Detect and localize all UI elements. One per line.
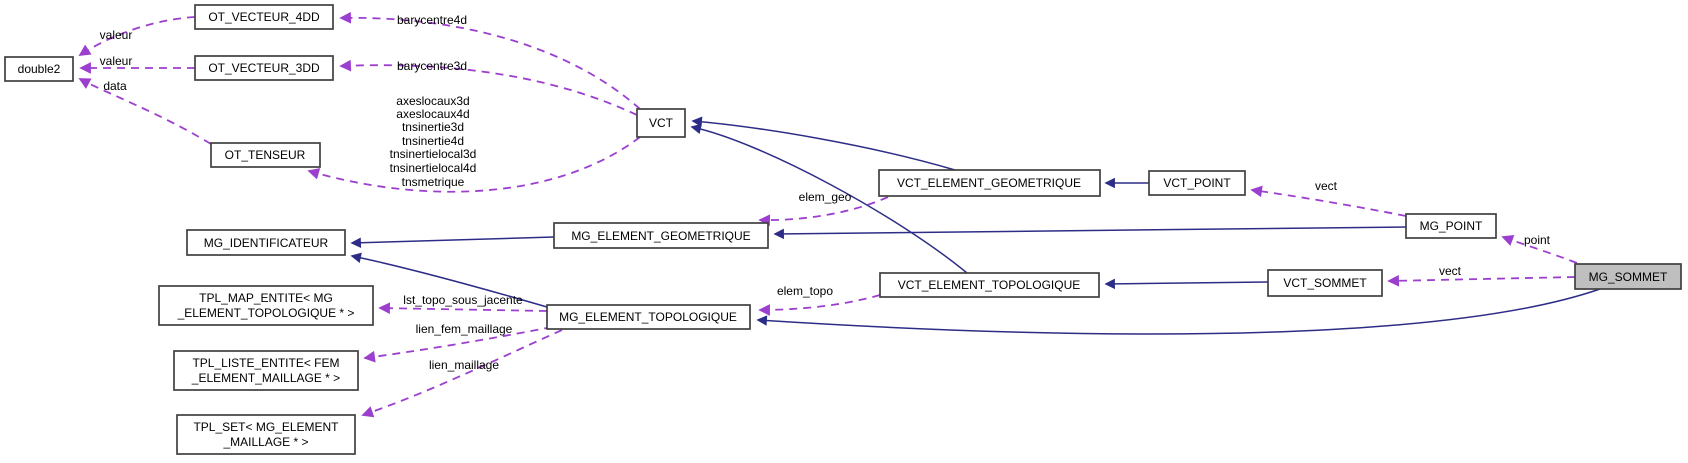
edge-label-elem-geo: elem_geo <box>799 190 852 204</box>
node-ot-vecteur-3dd-box <box>194 55 334 81</box>
node-tpl-set-line2: _MAILLAGE * > <box>222 435 308 449</box>
node-tpl-set-line1: TPL_SET< MG_ELEMENT <box>193 420 339 434</box>
edge-mg-element-geometrique-to-mg-identificateur <box>350 236 555 248</box>
node-tpl-liste-entite-line2: _ELEMENT_MAILLAGE * > <box>191 371 340 385</box>
node-double2-box <box>4 56 74 82</box>
edge-vct-element-topologique-to-vct <box>690 123 968 274</box>
node-mg-point-box <box>1405 213 1497 239</box>
node-vct-box <box>636 108 686 138</box>
edge-label-vect-point: vect <box>1315 179 1338 193</box>
edge-ot-tenseur-to-double2 <box>78 78 212 145</box>
edge-label-vect-sommet: vect <box>1439 264 1462 278</box>
edge-vct-to-ot-tenseur <box>307 136 641 193</box>
node-vct-sommet[interactable]: VCT_SOMMET <box>1267 269 1383 297</box>
node-ot-tenseur[interactable]: OT_TENSEUR <box>210 142 321 168</box>
edge-mg-sommet-to-mg-point <box>1501 234 1578 264</box>
node-mg-element-topologique-box <box>546 304 751 330</box>
node-vct-point-box <box>1148 170 1246 196</box>
node-vct-point-label: VCT_POINT <box>1163 176 1231 190</box>
node-vct-element-topologique-label: VCT_ELEMENT_TOPOLOGIQUE <box>898 278 1081 292</box>
node-vct-sommet-box <box>1267 269 1383 297</box>
node-mg-sommet-box <box>1574 263 1682 290</box>
edge-label-lien-maillage: lien_maillage <box>429 358 499 372</box>
node-mg-identificateur[interactable]: MG_IDENTIFICATEUR <box>186 229 346 256</box>
edge-label-tnsinertielocal4d: tnsinertielocal4d <box>390 161 477 175</box>
node-tpl-map-entite-line1: TPL_MAP_ENTITE< MG <box>199 291 333 305</box>
node-vct-point[interactable]: VCT_POINT <box>1148 170 1246 196</box>
edge-label-axeslocaux3d: axeslocaux3d <box>396 94 469 108</box>
node-mg-element-geometrique-box <box>553 222 769 249</box>
node-ot-tenseur-box <box>210 142 321 168</box>
edge-mg-sommet-to-mg-element-topologique <box>756 288 1601 335</box>
edge-label-barycentre4d: barycentre4d <box>397 13 467 27</box>
edge-ot-vecteur-4dd-to-double2 <box>78 16 196 56</box>
node-mg-element-topologique[interactable]: MG_ELEMENT_TOPOLOGIQUE <box>546 304 751 330</box>
node-ot-vecteur-4dd[interactable]: OT_VECTEUR_4DD <box>194 4 334 30</box>
edge-vct-to-ot-vecteur-4dd <box>339 11 641 110</box>
edge-label-axeslocaux4d: axeslocaux4d <box>396 107 469 121</box>
node-tpl-map-entite-box <box>158 285 374 326</box>
node-vct-element-geometrique-label: VCT_ELEMENT_GEOMETRIQUE <box>897 176 1081 190</box>
node-mg-identificateur-box <box>186 229 346 256</box>
node-mg-element-geometrique-label: MG_ELEMENT_GEOMETRIQUE <box>571 229 750 243</box>
node-tpl-map-entite[interactable]: TPL_MAP_ENTITE< MG _ELEMENT_TOPOLOGIQUE … <box>158 285 374 326</box>
edge-vct-element-topologique-to-mg-element-topologique <box>758 294 881 316</box>
node-vct-sommet-label: VCT_SOMMET <box>1283 276 1367 290</box>
node-tpl-liste-entite-box <box>173 350 359 391</box>
edge-mg-point-to-vct-point <box>1250 185 1407 217</box>
node-double2-label: double2 <box>18 62 61 76</box>
edge-label-elem-topo: elem_topo <box>777 284 833 298</box>
edge-mg-point-to-mg-element-geometrique <box>773 226 1407 240</box>
edge-vct-element-geometrique-to-vct <box>691 116 956 171</box>
node-mg-sommet[interactable]: MG_SOMMET <box>1574 263 1682 290</box>
edge-label-valeur-3dd: valeur <box>100 54 133 68</box>
node-mg-element-topologique-label: MG_ELEMENT_TOPOLOGIQUE <box>559 310 737 324</box>
edge-vct-sommet-to-vct-element-topologique <box>1104 278 1269 290</box>
node-ot-vecteur-4dd-box <box>194 4 334 30</box>
edge-label-tnsinertie4d: tnsinertie4d <box>402 134 464 148</box>
node-vct-label: VCT <box>649 116 674 130</box>
node-vct[interactable]: VCT <box>636 108 686 138</box>
node-mg-point[interactable]: MG_POINT <box>1405 213 1497 239</box>
edge-mg-sommet-to-vct-sommet <box>1387 274 1576 287</box>
node-tpl-set[interactable]: TPL_SET< MG_ELEMENT _MAILLAGE * > <box>176 414 356 455</box>
edge-label-lst-topo-sous-jacente: lst_topo_sous_jacente <box>403 293 523 307</box>
node-vct-element-topologique[interactable]: VCT_ELEMENT_TOPOLOGIQUE <box>879 272 1100 298</box>
node-tpl-liste-entite[interactable]: TPL_LISTE_ENTITE< FEM _ELEMENT_MAILLAGE … <box>173 350 359 391</box>
node-ot-vecteur-3dd[interactable]: OT_VECTEUR_3DD <box>194 55 334 81</box>
edge-label-barycentre3d: barycentre3d <box>397 59 467 73</box>
edge-vct-element-geometrique-to-mg-element-geometrique <box>758 196 889 227</box>
node-tpl-liste-entite-line1: TPL_LISTE_ENTITE< FEM <box>192 356 339 370</box>
node-tpl-set-box <box>176 414 356 455</box>
edge-label-valeur-4dd: valeur <box>100 28 133 42</box>
edge-label-lien-fem-maillage: lien_fem_maillage <box>416 322 513 336</box>
node-vct-element-geometrique[interactable]: VCT_ELEMENT_GEOMETRIQUE <box>878 169 1101 197</box>
node-ot-vecteur-4dd-label: OT_VECTEUR_4DD <box>208 10 320 24</box>
node-vct-element-topologique-box <box>879 272 1100 298</box>
edge-mg-element-topologique-to-mg-identificateur <box>350 252 548 308</box>
node-ot-vecteur-3dd-label: OT_VECTEUR_3DD <box>208 61 320 75</box>
node-mg-point-label: MG_POINT <box>1420 219 1483 233</box>
node-ot-tenseur-label: OT_TENSEUR <box>225 148 306 162</box>
node-tpl-map-entite-line2: _ELEMENT_TOPOLOGIQUE * > <box>177 306 355 320</box>
node-double2[interactable]: double2 <box>4 56 74 82</box>
edge-label-tnsinertie3d: tnsinertie3d <box>402 120 464 134</box>
node-mg-sommet-label: MG_SOMMET <box>1589 270 1668 284</box>
node-vct-element-geometrique-box <box>878 169 1101 197</box>
edge-vct-to-ot-vecteur-3dd <box>339 59 638 116</box>
node-mg-identificateur-label: MG_IDENTIFICATEUR <box>204 236 329 250</box>
edge-label-point: point <box>1524 233 1551 247</box>
edge-label-data: data <box>103 79 127 93</box>
edge-mg-element-topologique-to-tpl-map-entite <box>378 302 548 315</box>
node-mg-element-geometrique[interactable]: MG_ELEMENT_GEOMETRIQUE <box>553 222 769 249</box>
edge-label-tnsmetrique: tnsmetrique <box>402 175 465 189</box>
edge-label-tnsinertielocal3d: tnsinertielocal3d <box>390 147 477 161</box>
